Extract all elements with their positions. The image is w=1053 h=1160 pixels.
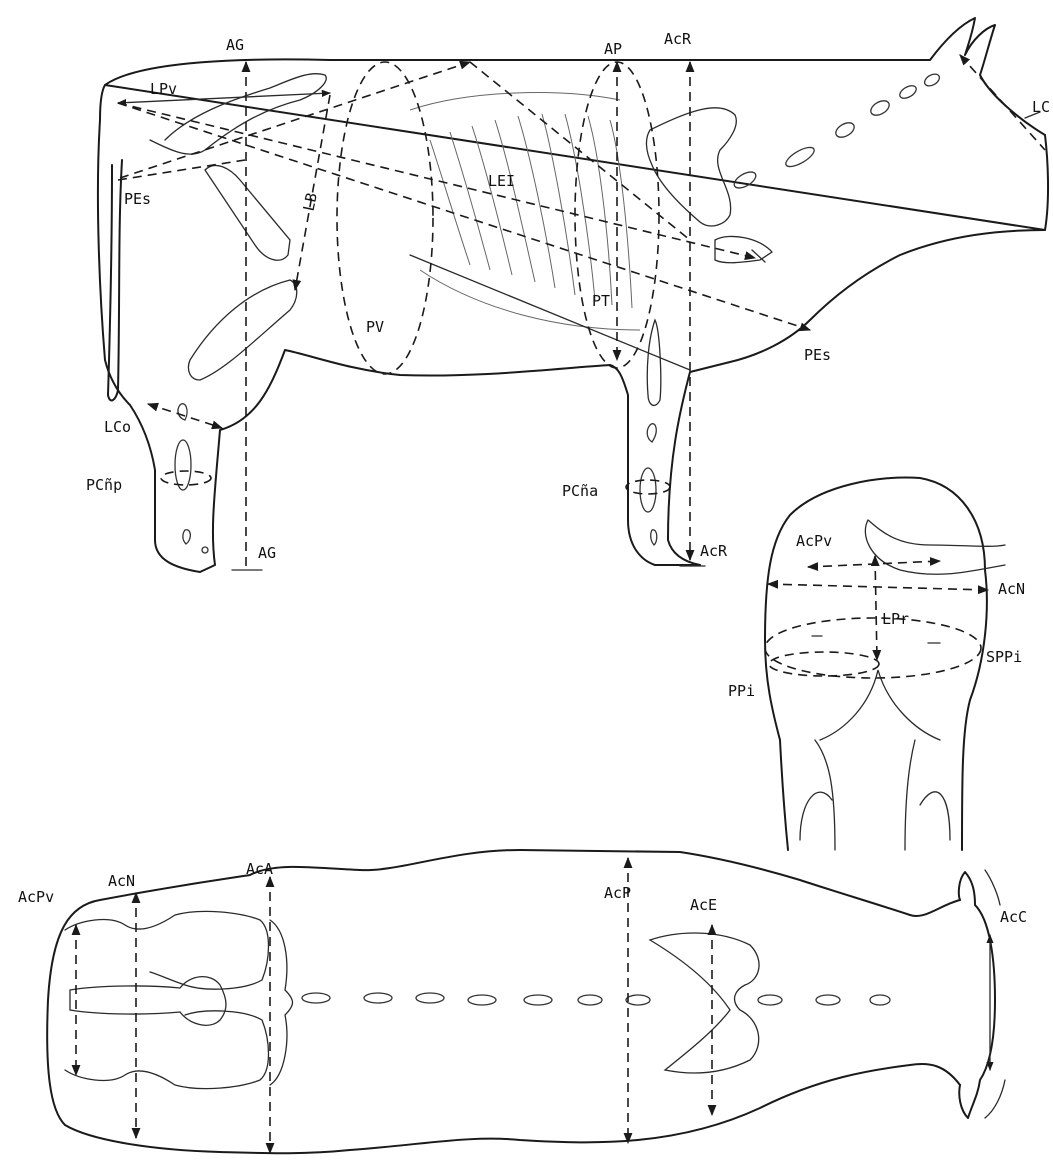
side-view-PV-girth (337, 62, 433, 374)
label-AcPv-top: AcPv (18, 888, 54, 906)
label-AcC: AcC (1000, 908, 1027, 926)
label-PCna: PCña (562, 482, 598, 500)
label-PT: PT (592, 292, 610, 310)
side-view-tail (108, 160, 122, 400)
label-LCo: LCo (104, 418, 131, 436)
top-view-shoulder (650, 933, 759, 1073)
side-view-front-cannon (640, 468, 656, 512)
label-AcE: AcE (690, 896, 717, 914)
side-view-LEI-line (118, 103, 755, 258)
side-view-vertebrae (732, 72, 942, 192)
label-LPr: LPr (882, 610, 909, 628)
label-AcR-bottom: AcR (700, 542, 728, 560)
label-LPv: LPv (150, 80, 177, 98)
side-view-PCnp-girth (161, 471, 211, 485)
label-SPPi: SPPi (986, 648, 1022, 666)
rear-view: AcPv AcN LPr SPPi PPi (728, 477, 1025, 850)
top-view-pelvis (65, 911, 269, 1088)
label-LB: LB (300, 191, 321, 212)
label-AcR-top: AcR (664, 30, 692, 48)
side-view: AG AG AP AcR AcR LC LPv PEs PEs LB LEI P… (86, 18, 1050, 572)
rear-view-PPi-girth (769, 652, 879, 676)
label-AcN-rear: AcN (998, 580, 1025, 598)
side-view-scapula (646, 108, 736, 226)
side-view-head (1045, 135, 1048, 230)
label-AcN-top: AcN (108, 872, 135, 890)
label-AG-top: AG (226, 36, 244, 54)
label-AcPv-rear: AcPv (796, 532, 832, 550)
rear-view-AcPv-line (808, 561, 940, 567)
label-AP: AP (604, 40, 622, 58)
label-AcP: AcP (604, 884, 631, 902)
top-view: AcPv AcN AcA AcP AcE AcC (18, 850, 1027, 1153)
side-view-LB-line (295, 95, 330, 290)
side-view-LCo-line (148, 404, 222, 428)
label-PEs-left: PEs (124, 190, 151, 208)
rear-view-hind-legs (800, 670, 950, 850)
side-view-PCna-girth (626, 480, 670, 494)
label-LC: LC (1032, 98, 1050, 116)
label-LEI: LEI (488, 172, 515, 190)
label-PCnp: PCñp (86, 476, 122, 494)
label-PPi: PPi (728, 682, 755, 700)
side-view-forearm (647, 320, 661, 405)
label-PEs-right: PEs (804, 346, 831, 364)
label-AcA: AcA (246, 860, 273, 878)
side-view-tibia (188, 280, 296, 380)
rear-view-LPr-line (875, 556, 877, 660)
label-AG-bottom: AG (258, 544, 276, 562)
rear-view-AcN-line (768, 584, 988, 590)
side-view-femur (205, 165, 290, 260)
top-view-outline (47, 850, 960, 1153)
side-view-PEs-line (118, 103, 810, 330)
side-view-rear-cannon (175, 440, 191, 490)
label-PV: PV (366, 318, 384, 336)
top-view-vertebrae (302, 993, 890, 1005)
